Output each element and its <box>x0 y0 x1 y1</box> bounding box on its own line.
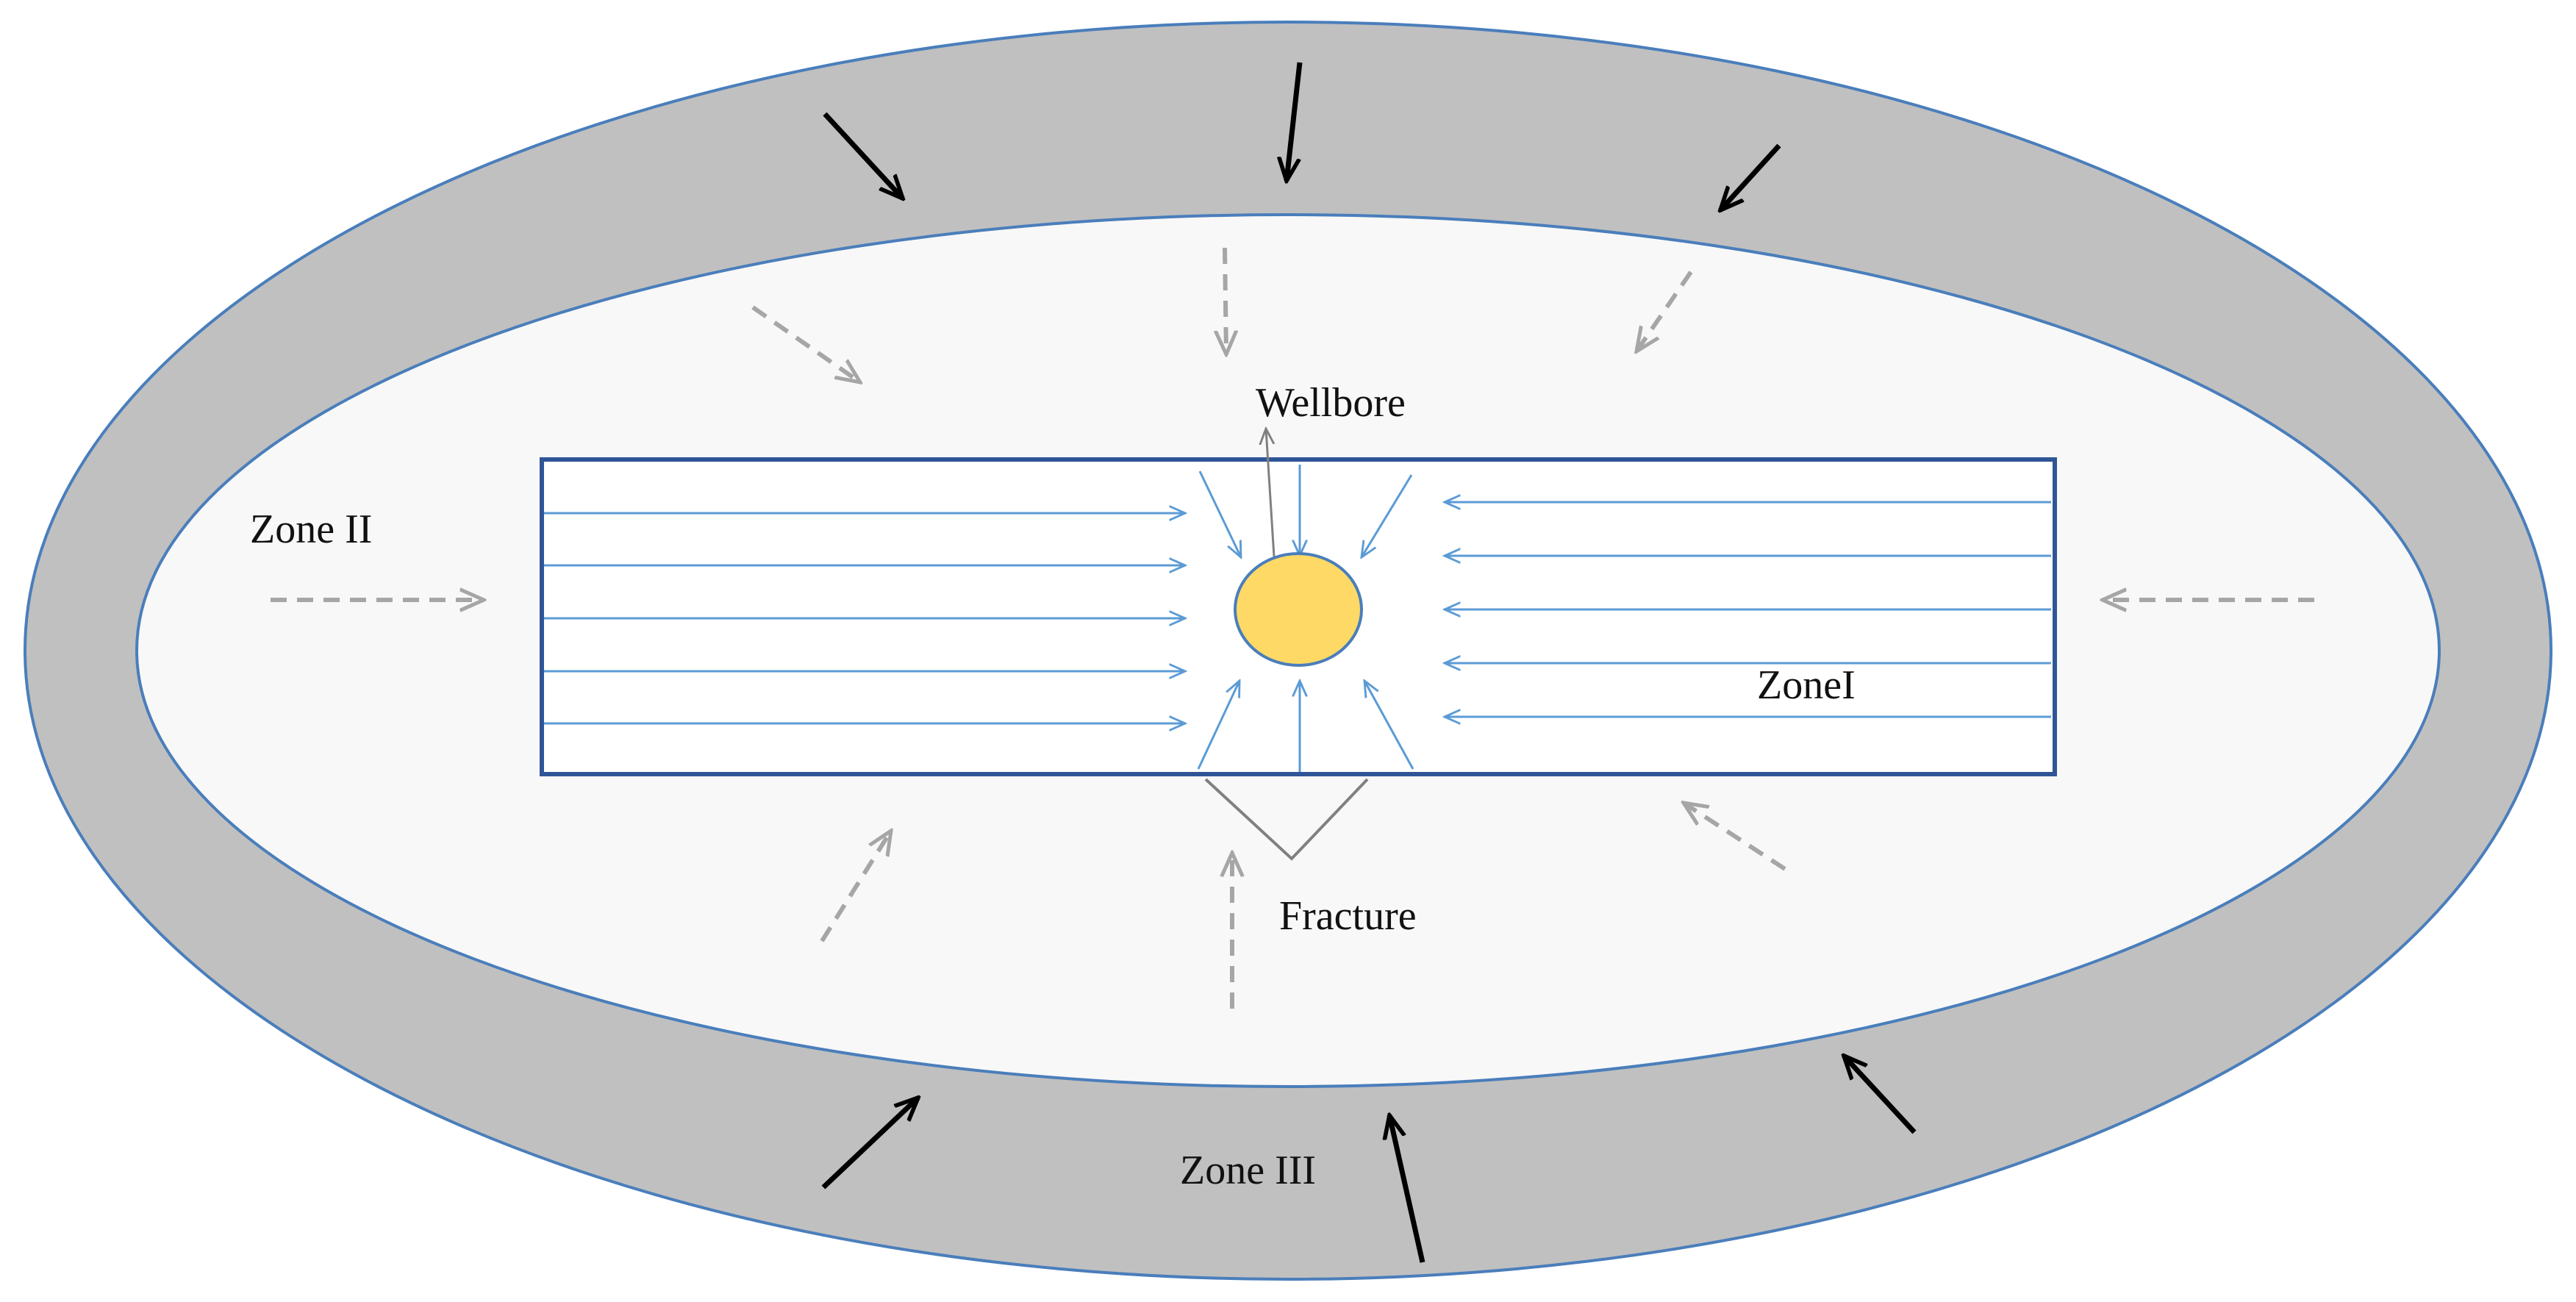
thin-arrow-icon <box>1198 471 1241 557</box>
zone-i-label: ZoneI <box>1757 662 1856 708</box>
solid-arrow-icon <box>1389 1115 1425 1263</box>
zone-iii-arrows <box>821 62 1917 1263</box>
solid-arrow-icon <box>1844 1056 1917 1134</box>
dashed-arrow-icon <box>1636 271 1693 351</box>
fracture-label: Fracture <box>1279 893 1417 939</box>
dashed-arrow-icon <box>820 831 891 942</box>
zone-iii-label: Zone III <box>1180 1148 1316 1193</box>
thin-arrow-icon <box>1197 681 1239 770</box>
dashed-arrow-icon <box>1684 803 1786 871</box>
solid-arrow-icon <box>821 1098 918 1190</box>
fracture-pointer <box>1204 778 1369 861</box>
zone-i-flow-lines <box>544 465 2051 772</box>
solid-arrow-icon <box>1720 143 1781 210</box>
dashed-arrow-icon <box>1225 247 1226 354</box>
solid-arrow-icon <box>1287 62 1303 181</box>
wellbore-pointer-arrow <box>1266 429 1276 557</box>
thin-arrow-icon <box>1364 681 1414 770</box>
wellbore-label: Wellbore <box>1256 380 1406 426</box>
thin-arrow-icon <box>1362 474 1413 557</box>
solid-arrow-icon <box>823 112 903 198</box>
zone-ii-arrows <box>271 247 2314 1009</box>
wellbore-circle <box>1234 552 1363 667</box>
dashed-arrow-icon <box>751 305 860 382</box>
zone-ii-label: Zone II <box>250 507 372 552</box>
